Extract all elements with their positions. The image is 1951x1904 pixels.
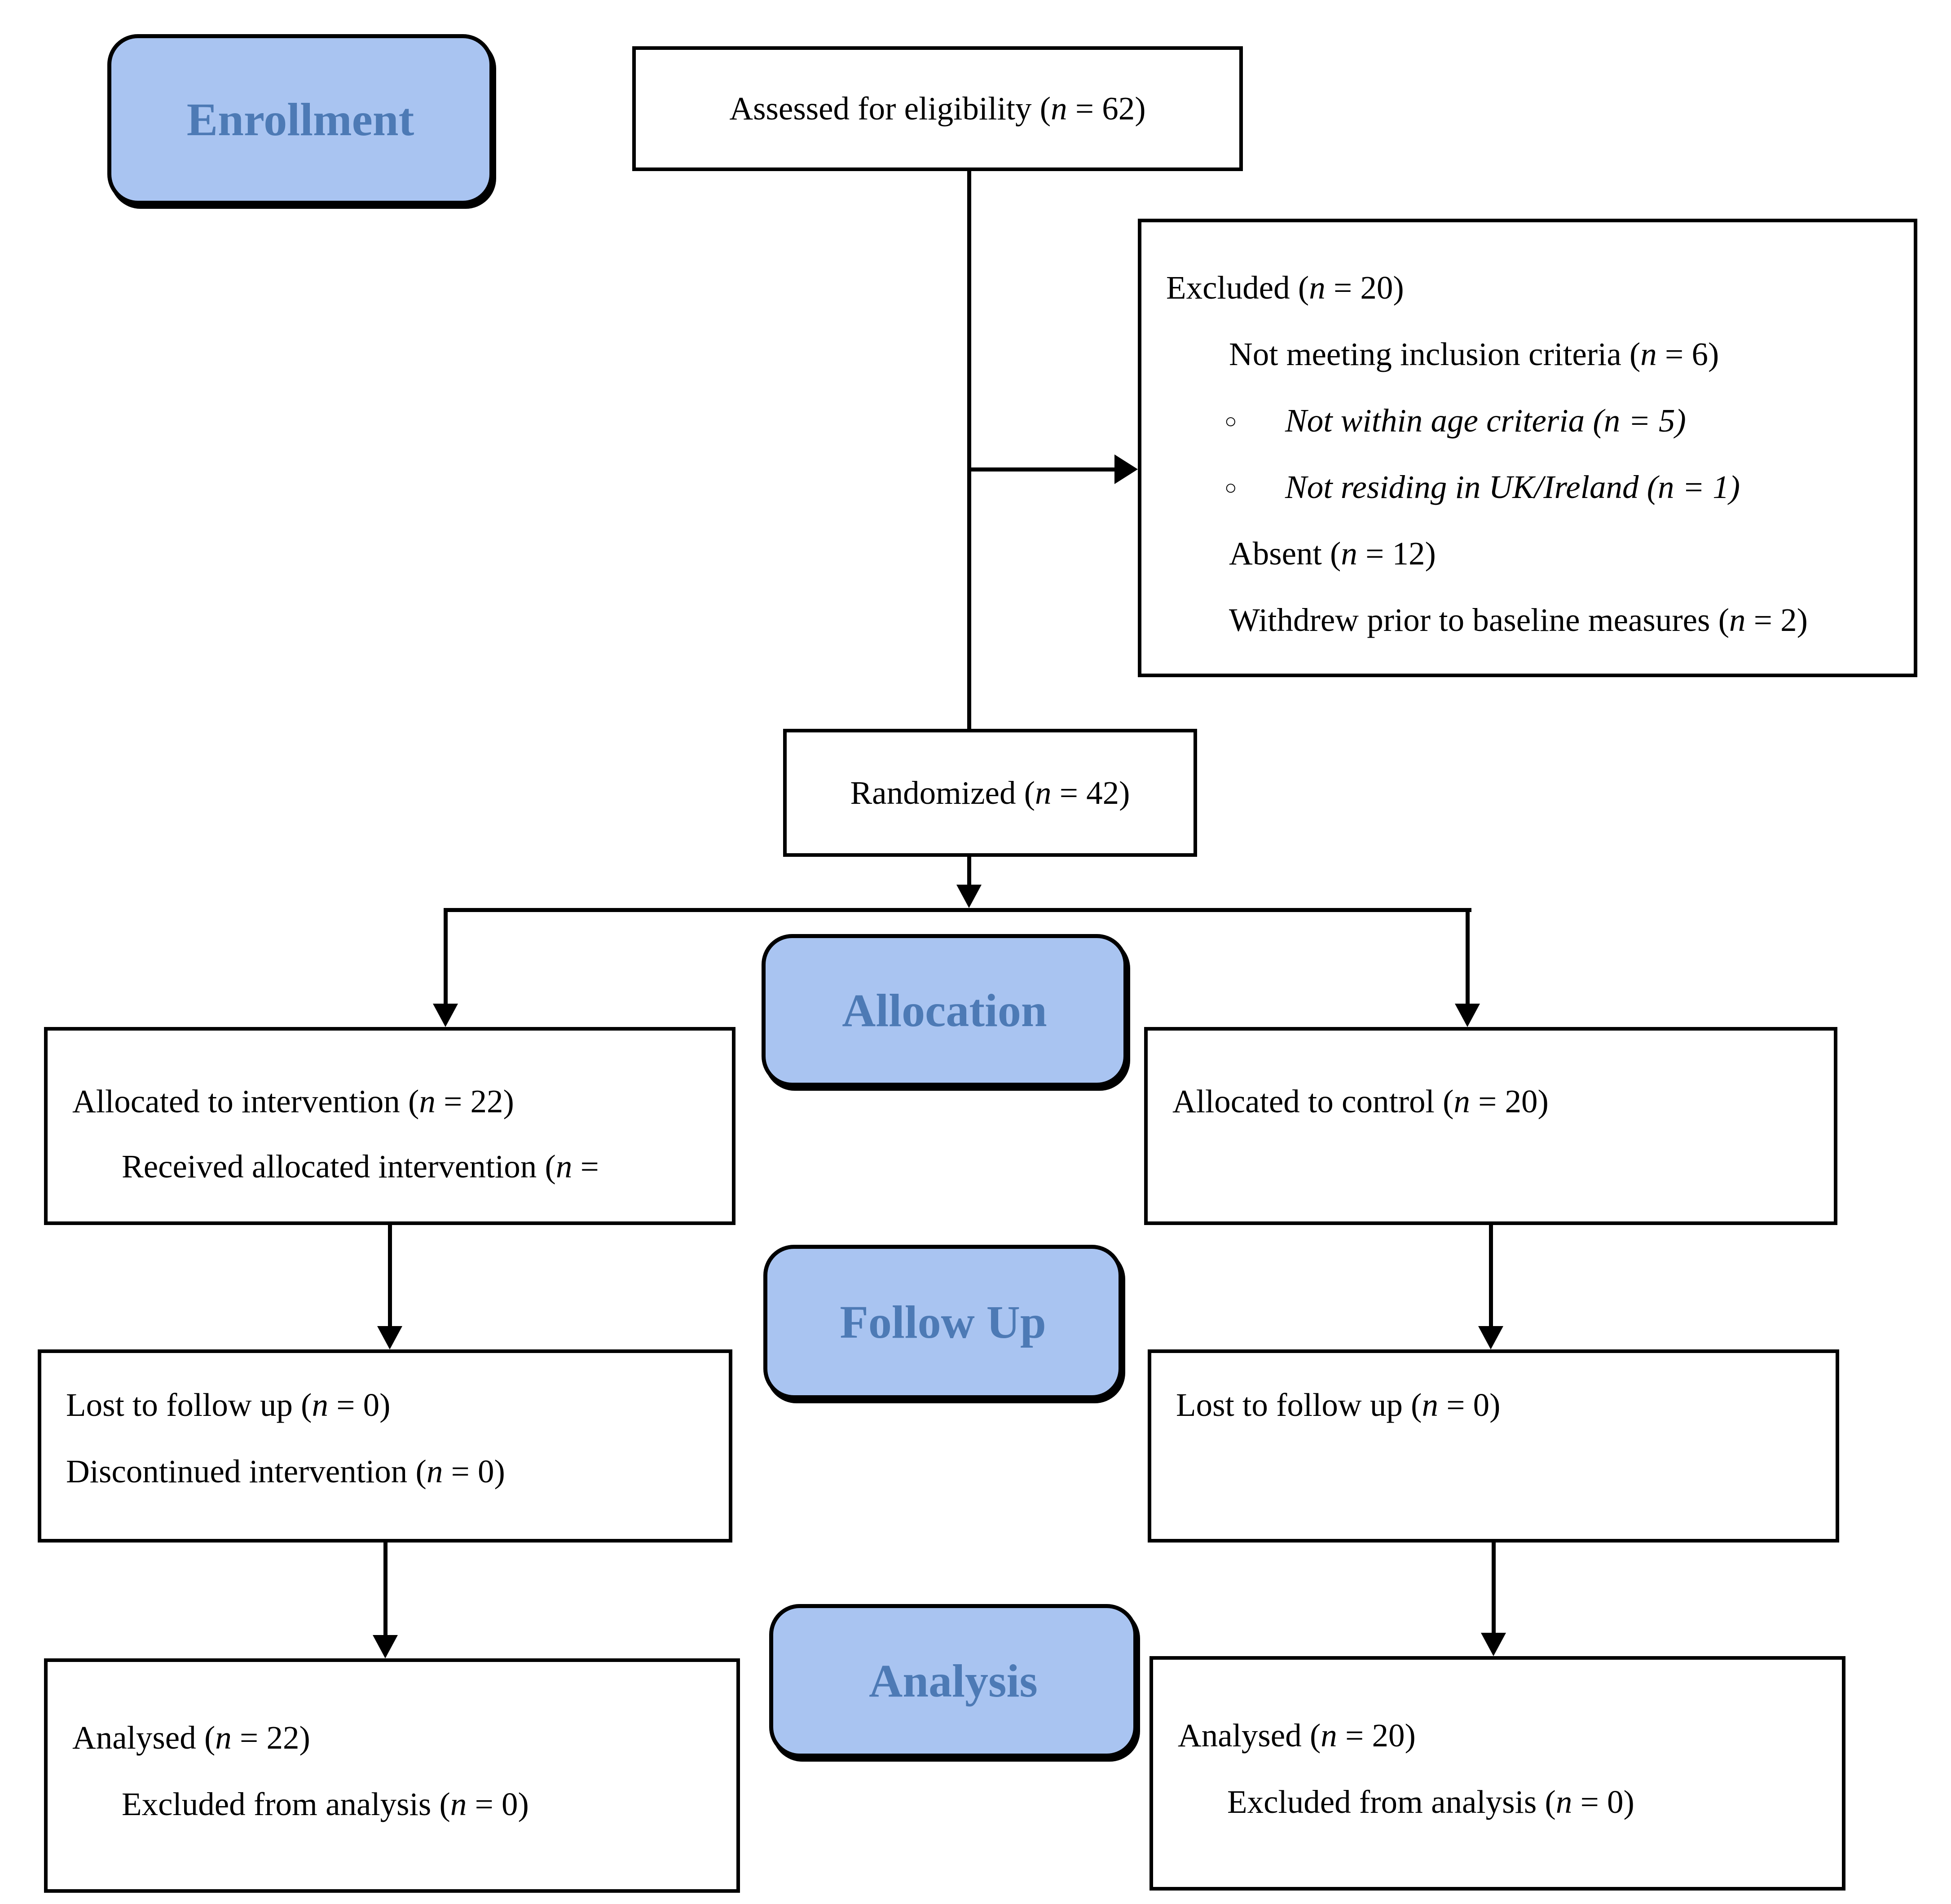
discontinued-line: Discontinued intervention (n = 0) <box>66 1453 505 1490</box>
lost-followup-line: Lost to follow up (n = 0) <box>1176 1387 1501 1423</box>
arrowhead-branch-icon <box>956 885 982 908</box>
arrowhead-excluded-icon <box>1114 454 1138 484</box>
arrowhead-analysis-left-icon <box>373 1635 398 1658</box>
box-allocated-intervention: Allocated to intervention (n = 22) Recei… <box>44 1027 735 1225</box>
excluded-from-analysis-line: Excluded from analysis (n = 0) <box>122 1786 529 1822</box>
randomized-text: Randomized (n = 42) <box>850 774 1130 811</box>
excluded-title-line: Excluded (n = 20) <box>1166 269 1404 306</box>
box-assessed-for-eligibility: Assessed for eligibility (n = 62) <box>632 46 1243 171</box>
connector-control-to-followup <box>1489 1225 1493 1326</box>
arrowhead-control-icon <box>1455 1004 1480 1027</box>
analysed-line: Analysed (n = 20) <box>1178 1717 1416 1754</box>
arrowhead-followup-right-icon <box>1478 1326 1503 1349</box>
connector-branch-left-drop <box>444 908 448 1005</box>
connector-intervention-to-followup <box>388 1225 392 1326</box>
stage-label-analysis: Analysis <box>769 1604 1137 1758</box>
connector-randomized-down <box>967 857 971 885</box>
box-followup-control: Lost to follow up (n = 0) <box>1148 1349 1839 1543</box>
allocation-label: Allocation <box>842 984 1047 1036</box>
lost-followup-line: Lost to follow up (n = 0) <box>66 1387 391 1423</box>
connector-to-excluded <box>967 467 1114 472</box>
arrowhead-followup-left-icon <box>377 1326 402 1349</box>
excluded-reason-line: Not meeting inclusion criteria (n = 6) <box>1229 336 1719 372</box>
excluded-subreason-line: ○Not residing in UK/Ireland (n = 1) <box>1141 454 1914 520</box>
connector-assessed-to-randomized <box>967 171 971 729</box>
enrollment-label: Enrollment <box>186 93 414 145</box>
analysed-line: Analysed (n = 22) <box>72 1719 310 1756</box>
stage-label-allocation: Allocation <box>762 934 1127 1087</box>
connector-branch-horizontal <box>444 908 1471 912</box>
assessed-text: Assessed for eligibility (n = 62) <box>729 90 1146 127</box>
followup-label: Follow Up <box>840 1296 1046 1348</box>
received-intervention-line: Received allocated intervention (n = <box>122 1148 599 1185</box>
circle-bullet-icon: ○ <box>1224 409 1237 432</box>
box-analysed-control: Analysed (n = 20) Excluded from analysis… <box>1149 1656 1845 1891</box>
excluded-from-analysis-line: Excluded from analysis (n = 0) <box>1227 1784 1634 1820</box>
analysis-label: Analysis <box>869 1655 1038 1707</box>
circle-bullet-icon: ○ <box>1224 476 1237 499</box>
excluded-subreason-line: ○Not within age criteria (n = 5) <box>1141 388 1914 454</box>
connector-followup-to-analysis-left <box>383 1543 388 1635</box>
excluded-reason-line: Absent (n = 12) <box>1229 535 1436 572</box>
box-followup-intervention: Lost to follow up (n = 0) Discontinued i… <box>38 1349 732 1543</box>
connector-followup-to-analysis-right <box>1492 1543 1496 1633</box>
connector-branch-right-drop <box>1466 908 1470 1005</box>
box-excluded: Excluded (n = 20) Not meeting inclusion … <box>1138 219 1917 677</box>
box-allocated-control: Allocated to control (n = 20) <box>1144 1027 1837 1225</box>
arrowhead-intervention-icon <box>433 1004 458 1027</box>
stage-label-enrollment: Enrollment <box>107 34 493 205</box>
stage-label-followup: Follow Up <box>763 1245 1123 1399</box>
allocated-intervention-line: Allocated to intervention (n = 22) <box>72 1083 514 1119</box>
excluded-reason-line: Withdrew prior to baseline measures (n =… <box>1229 602 1808 638</box>
allocated-control-line: Allocated to control (n = 20) <box>1172 1083 1549 1119</box>
arrowhead-analysis-right-icon <box>1481 1633 1506 1656</box>
box-randomized: Randomized (n = 42) <box>783 729 1197 857</box>
box-analysed-intervention: Analysed (n = 22) Excluded from analysis… <box>44 1658 740 1893</box>
